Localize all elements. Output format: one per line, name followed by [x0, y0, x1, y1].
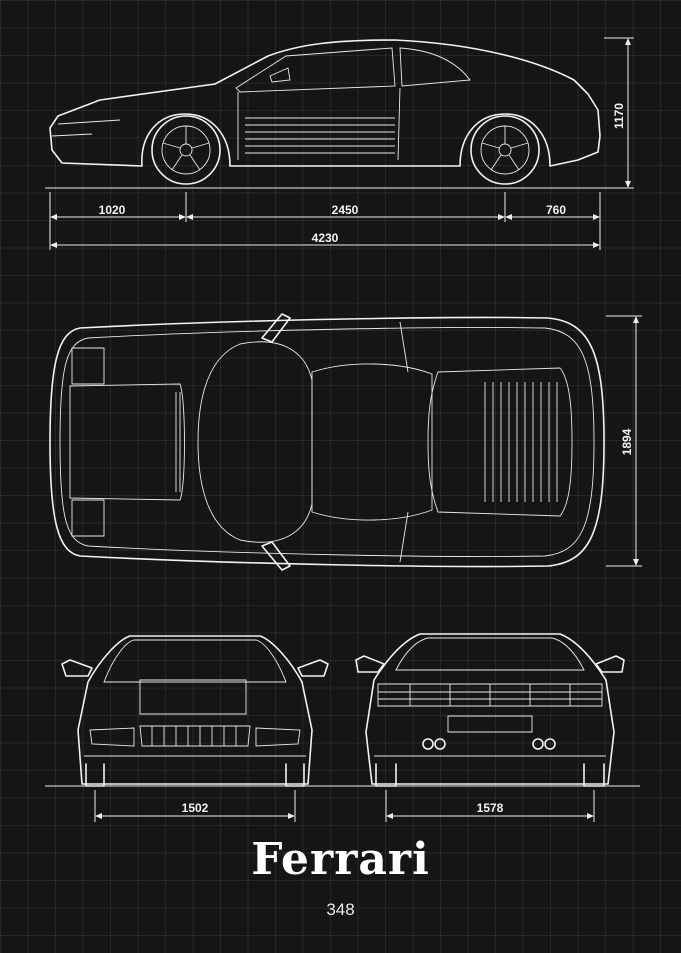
track-dimensions: 1502 1578	[94, 790, 595, 822]
rear-window	[395, 637, 585, 671]
rear-body-outline	[365, 633, 615, 785]
side-rear-window	[399, 47, 471, 87]
front-tire-left	[85, 763, 105, 787]
brand-logo: Ferrari	[251, 834, 430, 885]
front-windshield	[103, 639, 287, 683]
side-front-wheel	[151, 115, 221, 185]
front-grille	[139, 725, 251, 747]
rear-tire-right	[583, 763, 605, 787]
top-mirror-lower	[261, 541, 291, 571]
dim-width: 1894	[620, 428, 634, 455]
top-body-outline	[49, 316, 605, 568]
top-headlight-left	[71, 347, 105, 385]
top-view	[49, 313, 605, 571]
front-view	[45, 635, 345, 787]
top-engine-cover	[427, 367, 573, 517]
dim-length: 4230	[312, 231, 339, 245]
front-lights	[89, 727, 301, 747]
dim-rear-track: 1578	[477, 801, 504, 815]
top-dimensions: 1894	[606, 315, 642, 567]
rear-view	[345, 633, 640, 787]
side-view	[45, 39, 625, 189]
side-headlight-line	[51, 119, 121, 137]
top-roof	[311, 363, 433, 521]
side-intake-strakes	[245, 117, 395, 154]
top-engine-louvers	[484, 382, 558, 502]
top-hood-grille	[175, 392, 181, 492]
front-mirror-right	[297, 659, 329, 677]
dim-rear-overhang: 760	[546, 203, 566, 217]
side-dimensions: 1020 2450 760 4230 1170	[49, 37, 634, 250]
side-mirror	[269, 67, 291, 83]
rear-mirror-right	[595, 655, 625, 673]
side-front-hub	[179, 143, 193, 157]
rear-exhausts	[422, 738, 556, 750]
top-mirror-upper	[261, 313, 291, 343]
side-rear-spokes	[481, 126, 529, 171]
top-front-hood-vent	[69, 383, 185, 501]
top-inner-edge	[59, 327, 595, 557]
side-rear-hub	[498, 143, 512, 157]
top-door-lines	[399, 321, 409, 563]
rear-mirror-left	[355, 655, 385, 673]
rear-plate	[447, 715, 533, 733]
model-name: 348	[326, 900, 355, 919]
side-window	[235, 47, 396, 93]
dim-wheelbase: 2450	[332, 203, 359, 217]
dim-height: 1170	[612, 103, 626, 129]
dim-front-overhang: 1020	[99, 203, 126, 217]
side-door-line	[237, 87, 401, 161]
front-tire-right	[285, 763, 305, 787]
top-windshield	[197, 341, 313, 543]
rear-tail-grille	[377, 683, 603, 707]
front-body-outline	[77, 635, 313, 785]
front-mirror-left	[61, 659, 93, 677]
top-headlight-right	[71, 499, 105, 537]
front-plate	[139, 679, 247, 715]
side-body-outline	[49, 39, 601, 167]
side-rear-wheel	[470, 115, 540, 185]
side-front-spokes	[162, 126, 210, 171]
rear-tire-left	[375, 763, 397, 787]
dim-front-track: 1502	[182, 801, 209, 815]
